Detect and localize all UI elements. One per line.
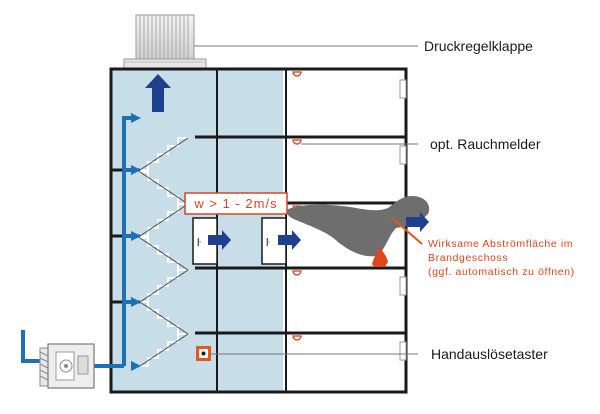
smoke-detector-icon [292,71,302,341]
exhaust-note-line3: (ggf. automatisch zu öffnen) [428,266,575,278]
airflow-speed-label: w > 1 - 2m/s [184,192,288,215]
upward-airflow-arrow [145,74,171,112]
exhaust-note: Wirksame Abströmfläche im Brandgeschoss … [428,238,575,278]
door-mark-2: ŀ [266,237,270,249]
manual-release-button-icon [196,346,211,361]
fire-icon [372,246,388,267]
smoke-plume-icon [286,196,430,257]
supply-air-outlet-arrows [131,113,141,371]
fire-floor-flow-arrows [208,212,429,250]
smoke-detector-label: opt. Rauchmelder [430,136,541,152]
facade-windows [399,79,407,361]
exhaust-note-line1: Wirksame Abströmfläche im [428,238,573,250]
pressure-damper-label: Druckregelklappe [424,38,533,54]
svg-text:w > 1 - 2m/s: w > 1 - 2m/s [193,196,277,211]
pressure-damper-icon [123,14,207,69]
door-mark-1: ŀ [197,237,201,249]
exhaust-opening-marker [391,217,423,245]
exhaust-note-line2: Brandgeschoss [428,252,508,264]
staircase [140,137,188,367]
supply-fan-icon [39,343,95,389]
release-button-label: Handauslösetaster [431,346,548,362]
staircase-edges [139,137,189,367]
